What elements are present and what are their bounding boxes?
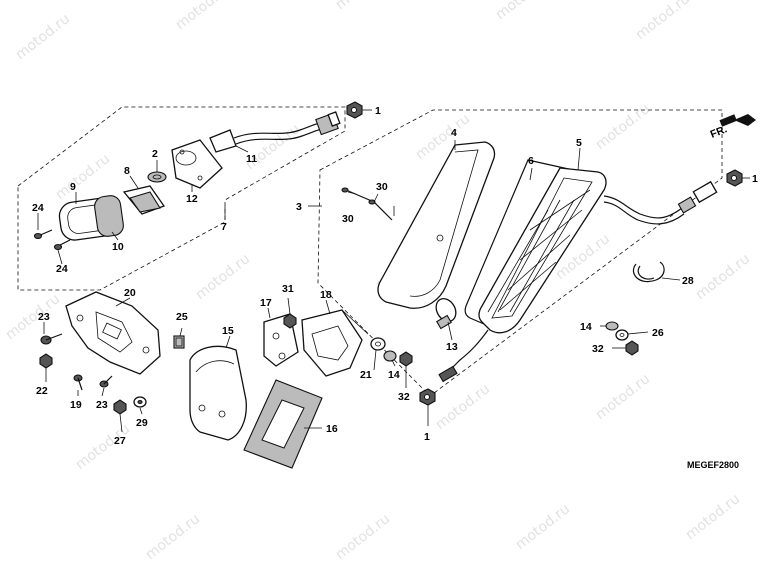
callout-11: 11 xyxy=(246,153,257,165)
callout-13: 13 xyxy=(446,341,458,353)
rubber-plate-16 xyxy=(243,379,323,469)
watermark-text: motod.ru xyxy=(193,251,253,303)
callout-21: 21 xyxy=(360,369,372,381)
watermark-text: motod.ru xyxy=(633,0,693,43)
watermark-text: motod.ru xyxy=(53,151,113,203)
callout-23-bottom: 23 xyxy=(96,399,108,411)
bolt-23-top xyxy=(40,333,63,345)
screw-30-b xyxy=(368,199,393,221)
callout-1-top: 1 xyxy=(375,105,381,117)
collar-14-right xyxy=(605,321,619,331)
watermark-text: motod.ru xyxy=(593,101,653,153)
nut-32-center xyxy=(399,351,413,367)
bolt-23-bottom xyxy=(99,375,113,388)
callout-25: 25 xyxy=(176,311,188,323)
callout-8: 8 xyxy=(124,165,130,177)
watermark-text: motod.ru xyxy=(683,491,743,543)
lens-seal xyxy=(122,185,166,215)
callout-19: 19 xyxy=(70,399,82,411)
callout-30-b: 30 xyxy=(376,181,388,193)
watermark-text: motod.ru xyxy=(513,501,573,553)
front-indicator: FR. xyxy=(709,123,729,140)
nut-1-bottom xyxy=(419,388,436,406)
screw-24-bottom xyxy=(53,239,71,251)
washer-21 xyxy=(370,337,386,351)
callout-28: 28 xyxy=(682,275,694,287)
license-bracket-20 xyxy=(65,291,161,375)
callout-18: 18 xyxy=(320,289,332,301)
bulb-socket xyxy=(147,171,167,183)
callout-27: 27 xyxy=(114,435,126,447)
grommet-26 xyxy=(615,329,629,341)
callout-17: 17 xyxy=(260,297,272,309)
collar-14-center xyxy=(383,350,397,362)
watermark-text: motod.ru xyxy=(13,11,73,63)
license-cover-15 xyxy=(189,345,247,441)
callout-24-bottom: 24 xyxy=(56,263,68,275)
callout-26: 26 xyxy=(652,327,664,339)
callout-1-right: 1 xyxy=(752,173,758,185)
callout-32-center: 32 xyxy=(398,391,410,403)
screw-30-a xyxy=(341,187,375,203)
callout-9: 9 xyxy=(70,181,76,193)
callout-24-top: 24 xyxy=(32,202,44,214)
callout-22: 22 xyxy=(36,385,48,397)
nut-27 xyxy=(113,399,127,415)
lens-gasket xyxy=(94,195,124,237)
collar-29 xyxy=(133,396,147,408)
watermark-text: motod.ru xyxy=(243,121,303,173)
callout-2: 2 xyxy=(152,148,158,160)
nut-32-right xyxy=(625,340,639,356)
callout-1-bottom: 1 xyxy=(424,431,430,443)
callout-20: 20 xyxy=(124,287,136,299)
callout-32-right: 32 xyxy=(592,343,604,355)
callout-10: 10 xyxy=(112,241,124,253)
bolt-19 xyxy=(73,374,83,391)
watermark-text: motod.ru xyxy=(493,0,553,23)
callout-4: 4 xyxy=(451,127,457,139)
watermark-text: motod.ru xyxy=(433,381,493,433)
callout-3: 3 xyxy=(296,201,302,213)
watermark-text: motod.ru xyxy=(333,0,393,13)
callout-6: 6 xyxy=(528,155,534,167)
tail-light-group-outline xyxy=(317,109,723,397)
watermark-text: motod.ru xyxy=(593,371,653,423)
watermark-text: motod.ru xyxy=(693,251,753,303)
callout-5: 5 xyxy=(576,137,582,149)
screw-24-top xyxy=(33,229,53,240)
license-light-wire xyxy=(209,111,341,153)
nut-1-top xyxy=(346,101,363,119)
bracket-18 xyxy=(301,309,369,377)
callout-14-right: 14 xyxy=(580,321,592,333)
license-light-group-outline xyxy=(17,106,346,291)
callout-31: 31 xyxy=(282,283,294,295)
tail-bulb xyxy=(435,298,457,330)
wire-clamp xyxy=(632,261,665,283)
leader-lines xyxy=(37,109,750,433)
tail-light-wire xyxy=(438,180,718,383)
callout-7: 7 xyxy=(221,221,227,233)
watermark-text: motod.ru xyxy=(143,511,203,563)
tail-light-housing xyxy=(478,167,607,334)
watermark-text: motod.ru xyxy=(333,511,393,563)
callout-14-center: 14 xyxy=(388,369,400,381)
clip-25 xyxy=(173,335,185,349)
tail-light-lens xyxy=(377,141,496,309)
watermark-text: motod.ru xyxy=(3,291,63,343)
license-light-housing xyxy=(171,139,223,189)
watermark-text: motod.ru xyxy=(73,421,133,473)
callout-23-top: 23 xyxy=(38,311,50,323)
nut-1-right xyxy=(726,169,743,187)
callout-29: 29 xyxy=(136,417,148,429)
callout-30-a: 30 xyxy=(342,213,354,225)
front-arrow-icon xyxy=(719,114,756,127)
watermark-text: motod.ru xyxy=(173,0,233,33)
callout-16: 16 xyxy=(326,423,338,435)
diagram-code: MEGEF2800 xyxy=(687,460,739,470)
callout-12: 12 xyxy=(186,193,198,205)
nut-22 xyxy=(39,353,53,369)
callout-15: 15 xyxy=(222,325,234,337)
